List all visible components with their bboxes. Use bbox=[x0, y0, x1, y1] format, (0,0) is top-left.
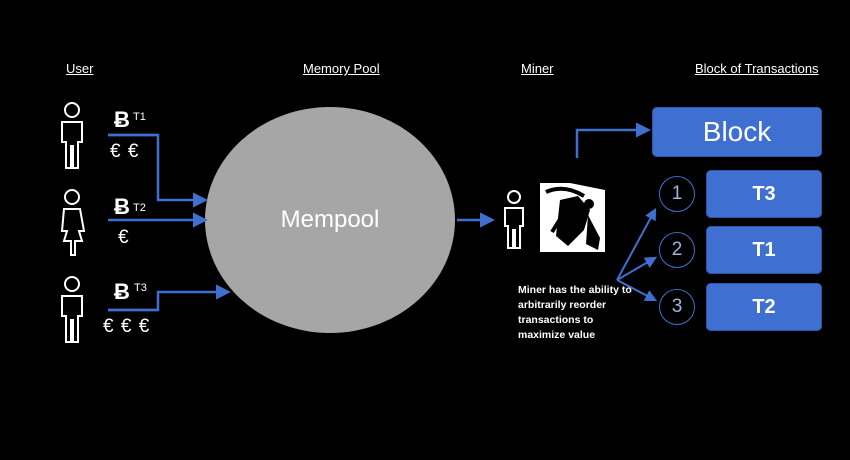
block-tx-slot-3: T2 bbox=[706, 283, 822, 331]
person-icon bbox=[61, 276, 83, 343]
mempool-label: Mempool bbox=[280, 206, 380, 233]
euro-amount-user2: € bbox=[118, 227, 130, 248]
tx-label-user1: T1 bbox=[133, 111, 146, 123]
tx-label-user2: T2 bbox=[133, 202, 146, 214]
arrow-note-to-slot2 bbox=[616, 256, 658, 281]
header-block-of-transactions: Block of Transactions bbox=[695, 61, 819, 76]
arrow-note-to-slot3 bbox=[616, 279, 658, 302]
person-dress-icon bbox=[60, 189, 86, 256]
miner-note: Miner has the ability to arbitrarily reo… bbox=[518, 284, 632, 341]
block-tx-slot-1: T3 bbox=[706, 170, 822, 218]
bitcoin-icon: Ƀ bbox=[114, 107, 130, 132]
header-memory-pool: Memory Pool bbox=[303, 61, 380, 76]
person-icon bbox=[61, 102, 83, 169]
slot-number-3: 3 bbox=[659, 289, 695, 325]
miner-person-icon bbox=[504, 190, 524, 249]
bitcoin-icon: Ƀ bbox=[114, 194, 130, 219]
arrow-miner-to-block bbox=[575, 122, 651, 158]
bitcoin-icon: Ƀ bbox=[114, 279, 130, 304]
arrow-note-to-slot1 bbox=[616, 207, 657, 281]
euro-amount-user3: € € € bbox=[103, 316, 151, 337]
tx-label-user3: T3 bbox=[134, 282, 147, 294]
miner-pickaxe-icon bbox=[540, 183, 605, 252]
mempool-circle bbox=[205, 107, 455, 333]
block-tx-label: T2 bbox=[752, 295, 776, 318]
header-miner: Miner bbox=[521, 61, 554, 76]
header-user: User bbox=[66, 61, 94, 76]
slot-number-1: 1 bbox=[659, 176, 695, 212]
block-label: Block bbox=[702, 116, 772, 147]
block-box: Block bbox=[652, 107, 822, 157]
slot-number-2: 2 bbox=[659, 232, 695, 268]
block-tx-label: T3 bbox=[752, 182, 776, 205]
euro-amount-user1: € € bbox=[110, 141, 140, 162]
block-tx-label: T1 bbox=[752, 238, 776, 261]
block-tx-slot-2: T1 bbox=[706, 226, 822, 274]
